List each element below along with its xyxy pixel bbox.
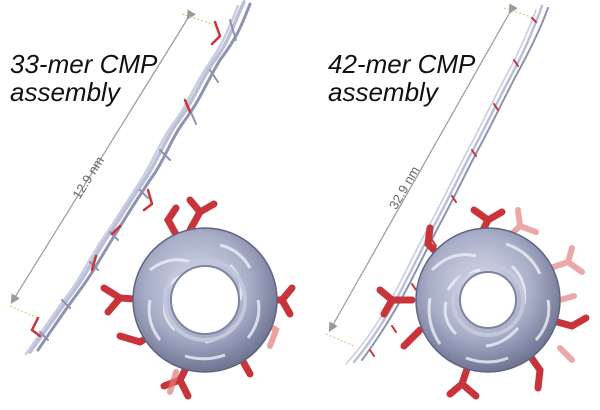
left-ring-assembly <box>100 196 296 400</box>
right-length-label: 32.9 nm <box>386 164 422 212</box>
left-helix-assembly <box>24 0 252 356</box>
right-ring-assembly <box>376 206 590 400</box>
left-length-label: 12.9 nm <box>69 154 107 202</box>
